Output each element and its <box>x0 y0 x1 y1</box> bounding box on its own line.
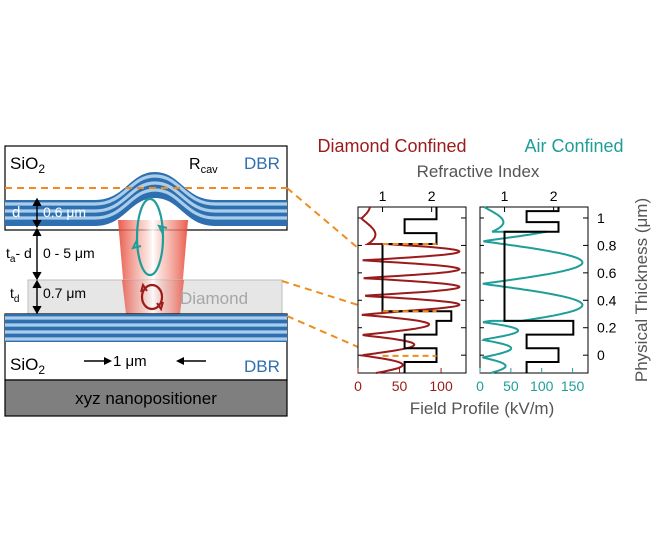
refractive-index-label: Refractive Index <box>417 162 540 181</box>
bottom-sio2-label: SiO2 <box>10 355 45 377</box>
bottom-dbr-stripes <box>5 314 287 342</box>
d-label: d <box>12 204 20 221</box>
thickness-tick-label: 0.4 <box>597 292 617 308</box>
thickness-tick-label: 0.6 <box>597 265 617 281</box>
thickness-axis: 0 0.2 0.4 0.6 0.8 1 <box>597 210 617 363</box>
top-dbr-stripes <box>5 174 287 220</box>
field-profile-label: Field Profile (kV/m) <box>410 399 555 418</box>
guide-top-to-chart <box>286 187 359 249</box>
field-tick-label: 100 <box>429 378 453 394</box>
dimension-arrowheads <box>32 197 42 315</box>
positioner-label: xyz nanopositioner <box>75 389 217 408</box>
field-tick-label: 100 <box>530 378 554 394</box>
field-profile-line <box>481 206 584 374</box>
refractive-index-line <box>381 207 453 373</box>
chart-diamond-confined: 1 2 0 50 100 <box>354 188 467 394</box>
d-value: 0.6 μm <box>43 204 86 220</box>
xyz-nanopositioner <box>4 379 288 417</box>
td-label: td <box>10 285 19 305</box>
diamond-label: Diamond <box>180 289 248 308</box>
diamond-confined-title: Diamond Confined <box>317 136 466 156</box>
ri-tick-label: 2 <box>550 188 558 204</box>
diamond-loop-arrow-right <box>156 301 164 312</box>
top-dbr-layer <box>5 188 287 220</box>
bottom-dbr-label: DBR <box>244 357 280 376</box>
field-profile-line <box>359 206 461 374</box>
refractive-index-line <box>503 207 575 373</box>
diamond-loop-arrow-left <box>140 282 148 293</box>
air-confined-title: Air Confined <box>524 136 623 156</box>
top-dbr-layer <box>5 181 287 213</box>
cavity-diagram: xyz nanopositioner SiO2 Rcav DBR d 0.6 μ… <box>4 145 288 417</box>
chart-air-confined: 1 2 0 50 100 150 <box>476 188 589 394</box>
ri-tick-label: 1 <box>501 188 509 204</box>
top-sio2-label: SiO2 <box>10 154 45 176</box>
guide-bottom-to-chart <box>286 315 359 348</box>
top-dbr-layer <box>5 174 287 206</box>
ri-tick-label: 1 <box>379 188 387 204</box>
thickness-tick-label: 1 <box>597 210 605 226</box>
top-dbr-label: DBR <box>244 154 280 173</box>
field-tick-label: 50 <box>392 378 408 394</box>
field-tick-label: 150 <box>561 378 585 394</box>
diamond-confined-mode-loop <box>140 283 164 311</box>
beam-in-diamond <box>122 280 184 314</box>
field-tick-label: 0 <box>354 378 362 394</box>
thickness-tick-label: 0.2 <box>597 320 617 336</box>
scale-label: 1 μm <box>113 353 147 370</box>
field-tick-label: 0 <box>476 378 484 394</box>
guide-diamond-to-chart <box>281 280 359 306</box>
plot-frame <box>357 206 467 374</box>
air-confined-mode-loop <box>135 197 165 277</box>
td-value: 0.7 μm <box>43 285 86 301</box>
thickness-tick-label: 0.8 <box>597 237 617 253</box>
air-loop-arrow-up <box>157 224 168 235</box>
gap-value: 0 - 5 μm <box>43 245 95 261</box>
physical-thickness-label: Physical Thickness (μm) <box>632 198 651 382</box>
gap-label: ta- d <box>6 245 32 265</box>
thickness-tick-label: 0 <box>597 347 605 363</box>
plot-frame <box>479 206 589 374</box>
ri-tick-label: 2 <box>428 188 436 204</box>
field-tick-label: 50 <box>503 378 519 394</box>
rcav-label: Rcav <box>189 156 218 176</box>
air-loop-arrow-down <box>131 239 142 250</box>
guide-lines <box>5 187 359 348</box>
